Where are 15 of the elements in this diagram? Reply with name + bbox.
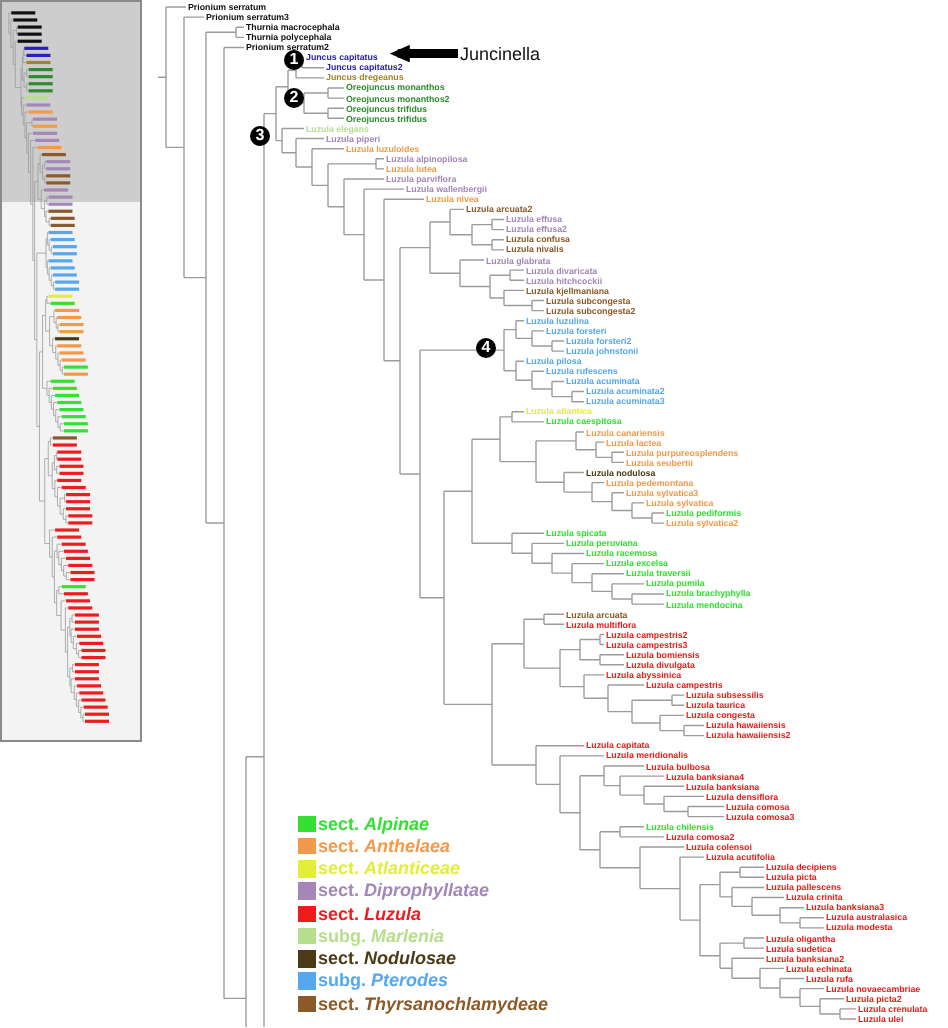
- numbered-circle: 2: [284, 88, 304, 108]
- legend-label: sect. Atlanticeae: [318, 858, 461, 879]
- arrow: [389, 44, 458, 63]
- numbered-circle: 1: [284, 50, 304, 70]
- legend-label: sect. Diprophyllatae: [318, 880, 490, 902]
- legend-label: subg. Pterodes: [318, 970, 449, 992]
- numbered-circle: 4: [476, 338, 496, 358]
- numbered-circle: 3: [250, 126, 270, 146]
- legend-label: sect. Alpinae: [318, 813, 430, 834]
- legend-label: sect. Thyrsanochlamydeae: [318, 993, 549, 1014]
- legend-label: subg. Marlenia: [318, 925, 445, 947]
- legend-label: sect. Luzula: [318, 903, 422, 924]
- legend-label: sect. Nodulosae: [318, 948, 457, 969]
- clade-label: Juncinella: [460, 43, 541, 64]
- legend-label: sect. Anthelaea: [318, 835, 451, 857]
